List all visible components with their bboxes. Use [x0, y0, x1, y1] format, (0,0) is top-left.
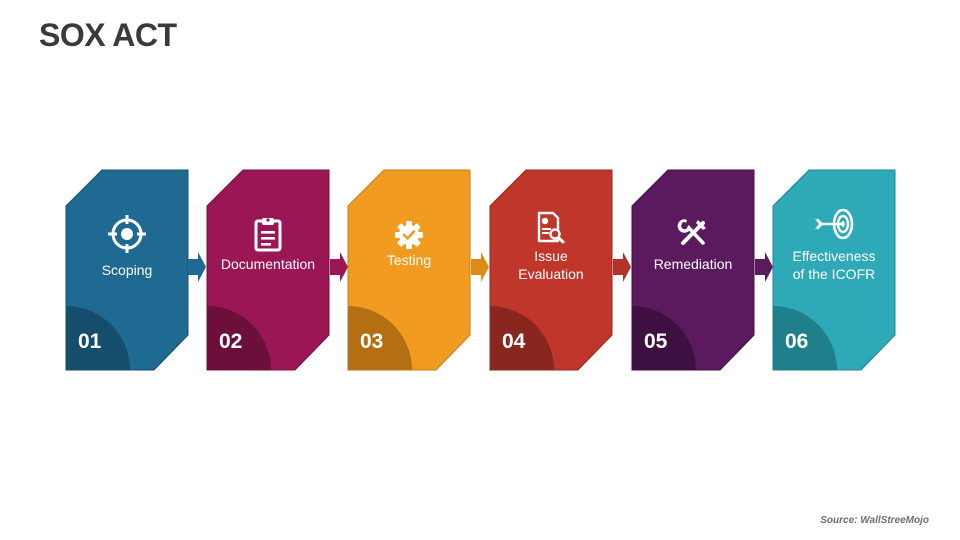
source-caption: Source: WallStreeMojo [820, 515, 929, 526]
step-number: 05 [644, 330, 668, 353]
clipboard-icon [243, 216, 293, 252]
step-label: Issue Evaluation [518, 248, 584, 282]
crosshair-icon [102, 215, 152, 253]
card-shape [206, 169, 330, 371]
step-number: 06 [785, 330, 809, 353]
arrow-connector-2 [330, 252, 348, 282]
step-label: Testing [386, 252, 432, 268]
tools-icon [668, 215, 718, 251]
step-card-6: Effectiveness of the ICOFR 06 [772, 169, 896, 371]
step-label: Scoping [101, 262, 153, 278]
step-number: 04 [502, 330, 526, 353]
step-label: Remediation [653, 256, 733, 272]
page-title: SOX ACT [39, 17, 177, 53]
step-card-3: Testing 03 [347, 169, 471, 371]
card-shape [772, 169, 896, 371]
target-arrow-icon [809, 206, 859, 242]
step-number: 01 [78, 330, 102, 353]
step-card-2: Documentation 02 [206, 169, 330, 371]
step-label: Effectiveness of the ICOFR [792, 248, 876, 282]
step-number: 03 [360, 330, 384, 353]
step-card-5: Remediation 05 [631, 169, 755, 371]
card-shape [65, 169, 189, 371]
step-card-1: Scoping 01 [65, 169, 189, 371]
arrow-connector-1 [188, 252, 206, 282]
card-shape [631, 169, 755, 371]
step-card-4: Issue Evaluation 04 [489, 169, 613, 371]
arrow-connector-4 [613, 252, 631, 282]
document-search-icon [526, 210, 576, 246]
card-shape [489, 169, 613, 371]
arrow-connector-3 [471, 252, 489, 282]
gear-check-icon [384, 217, 434, 253]
step-label: Documentation [220, 256, 316, 272]
arrow-connector-5 [755, 252, 773, 282]
step-number: 02 [219, 330, 243, 353]
card-shape [347, 169, 471, 371]
